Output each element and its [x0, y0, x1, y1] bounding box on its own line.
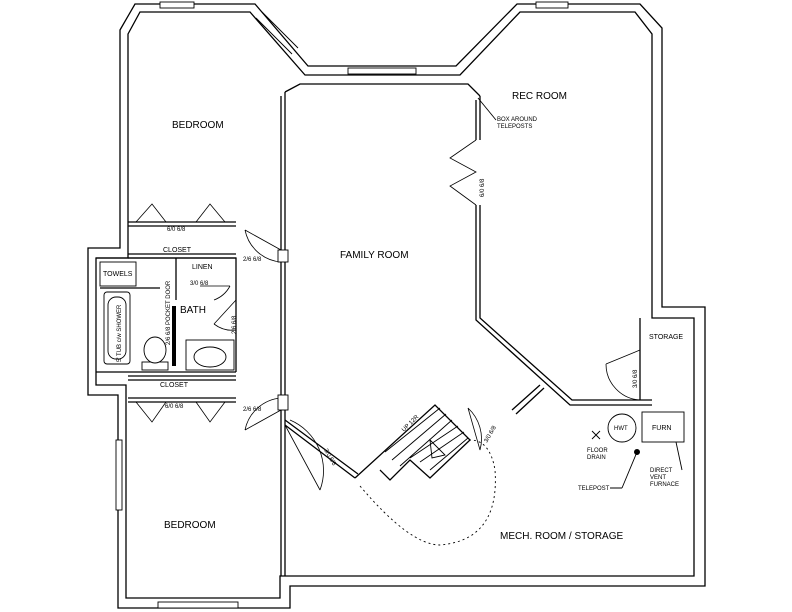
storage-label: STORAGE: [649, 334, 683, 341]
direct-vent-line2: VENT: [650, 475, 666, 481]
box-around-teleposts-note: BOX AROUND TELEPOSTS: [497, 117, 539, 130]
closet-upper-door-size: 6/0 6/8: [167, 227, 186, 233]
bedroom-lower-door-size: 2/6 6/8: [243, 407, 262, 413]
direct-vent-furnace-note: DIRECT VENT FURNACE: [650, 468, 679, 488]
bath-door-size: 2/6 6/8: [232, 315, 238, 334]
linen-door-size: 3/0 6/8: [190, 281, 209, 287]
mech-room-label: MECH. ROOM / STORAGE: [500, 531, 623, 542]
pocket-door-label: 2/6 6/8 POCKET DOOR: [166, 280, 172, 345]
floor-drain-line2: DRAIN: [587, 455, 606, 461]
stair: [354, 404, 496, 546]
bedroom-lower-label: BEDROOM: [164, 520, 216, 531]
rec-room-opening-size: 6/0 6/8: [480, 178, 486, 197]
rec-room-label: REC ROOM: [512, 91, 567, 102]
interior-walls: [96, 83, 652, 576]
exterior-walls: [87, 1, 706, 609]
room-labels: BEDROOM BEDROOM FAMILY ROOM REC ROOM BAT…: [164, 91, 683, 542]
fixtures: [99, 97, 685, 489]
furnace-label: FURN: [652, 425, 671, 432]
direct-vent-line3: FURNACE: [650, 482, 679, 488]
bath-label: BATH: [180, 305, 206, 316]
fixture-labels: FURN HWT 5' TUB c/w SHOWER 2/6 6/8 POCKE…: [117, 280, 671, 432]
closet-lower-door-size: 6/0 6/8: [165, 404, 184, 410]
stair-label: UP 12R: [401, 414, 420, 433]
towels-label: TOWELS: [103, 271, 133, 278]
doors: [135, 139, 641, 491]
closet-upper-label: CLOSET: [163, 247, 192, 254]
family-room-label: FAMILY ROOM: [340, 250, 409, 261]
bedroom-upper-door-size: 2/6 6/8: [243, 257, 262, 263]
box-around-teleposts-line2: TELEPOSTS: [497, 124, 532, 130]
small-room-labels: CLOSET CLOSET LINEN TOWELS: [103, 247, 213, 389]
direct-vent-line1: DIRECT: [650, 468, 673, 474]
bedroom-upper-label: BEDROOM: [172, 120, 224, 131]
floor-drain-line1: FLOOR: [587, 448, 608, 454]
tub-shower-label: 5' TUB c/w SHOWER: [117, 304, 123, 362]
closet-lower-label: CLOSET: [160, 382, 189, 389]
storage-door-size: 3/0 6/8: [633, 369, 639, 388]
mech-door-right-size: 3/0 6/8: [484, 425, 499, 444]
box-around-teleposts-line1: BOX AROUND: [497, 117, 538, 123]
mech-door-left-size: 3/0 6/8: [322, 448, 337, 467]
windows: [115, 1, 569, 609]
linen-label: LINEN: [192, 264, 213, 271]
hwt-label: HWT: [614, 426, 628, 432]
door-size-labels: 6/0 6/8 6/0 6/8 2/6 6/8 2/6 6/8 3/0 6/8 …: [165, 178, 639, 467]
floor-drain-note: FLOOR DRAIN: [587, 448, 609, 461]
telepost-note: TELEPOST: [578, 486, 610, 492]
